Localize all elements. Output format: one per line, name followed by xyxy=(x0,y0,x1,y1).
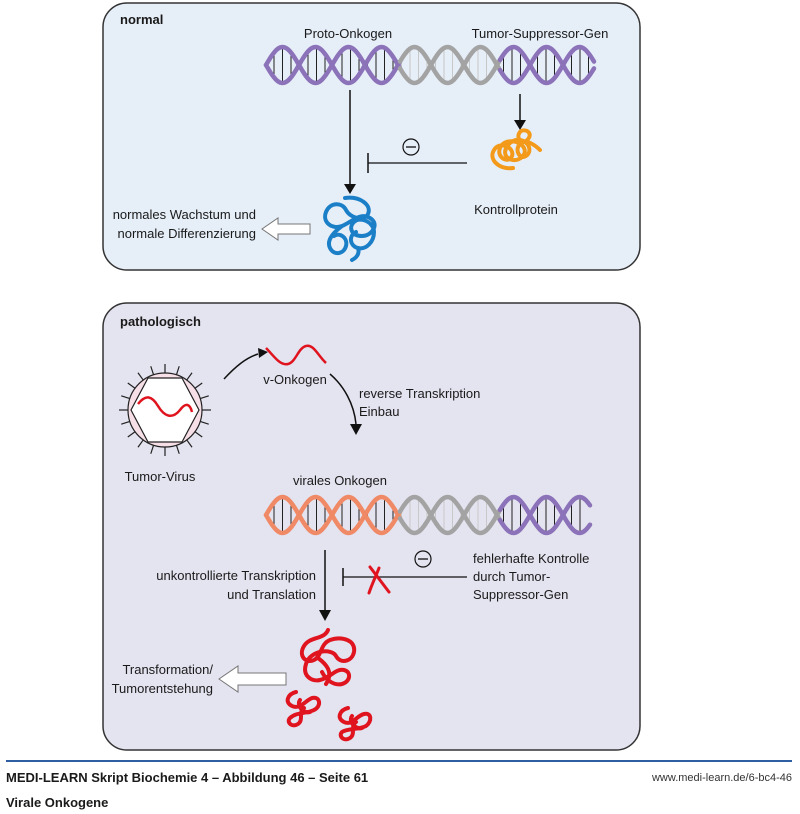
outcome-pathologic-line2: Tumorentstehung xyxy=(112,681,213,696)
oncoprotein-small-icon xyxy=(337,706,373,742)
arrowhead-icon xyxy=(319,610,331,621)
proto-oncogene-label: Proto-Onkogen xyxy=(304,26,392,41)
control-protein-label: Kontrollprotein xyxy=(474,202,558,217)
virus-spike xyxy=(121,420,130,425)
virus-spike xyxy=(127,431,136,438)
cross-mark-icon xyxy=(367,565,391,595)
outcome-pathologic-line1: Transformation/ xyxy=(122,662,213,677)
panel-normal-title: normal xyxy=(120,12,163,27)
faulty-control-line2: durch Tumor- xyxy=(473,569,550,584)
viral-oncogene-label: virales Onkogen xyxy=(293,473,387,488)
faulty-control-line1: fehlerhafte Kontrolle xyxy=(473,551,589,566)
v-oncogene-label: v-Onkogen xyxy=(263,372,327,387)
virus-spike xyxy=(186,439,193,448)
tumor-suppressor-gene-label: Tumor-Suppressor-Gen xyxy=(472,26,609,41)
dna-helix-pathologic xyxy=(263,494,593,536)
virus-spike xyxy=(121,395,130,400)
panel-pathologic: pathologisch Tumor-Virus v-Onkogen rever… xyxy=(102,302,641,751)
dna-strand-gray xyxy=(397,494,503,536)
dna-strand-gray xyxy=(397,494,503,536)
outcome-normal-line2: normale Differenzierung xyxy=(118,226,257,241)
dna-strand-gray xyxy=(397,44,503,86)
oncoprotein-small-icon xyxy=(285,690,321,728)
footer-url[interactable]: www.medi-learn.de/6-bc4-46 xyxy=(651,772,792,784)
arrowhead-icon xyxy=(344,184,356,194)
virus-spike xyxy=(150,366,155,375)
footer-subtitle: Virale Onkogene xyxy=(6,795,109,810)
dna-strand-purple xyxy=(497,494,593,536)
dna-strand-salmon xyxy=(263,494,403,536)
virus-spike xyxy=(200,395,209,400)
tumor-virus-label: Tumor-Virus xyxy=(125,469,196,484)
virus-spike xyxy=(137,439,144,448)
transcription-label-line1: unkontrollierte Transkription xyxy=(156,568,316,583)
panel-normal-frame xyxy=(102,2,641,271)
oncoprotein-large-icon xyxy=(299,628,357,687)
footer-title: MEDI-LEARN Skript Biochemie 4 – Abbildun… xyxy=(6,770,369,785)
arrowhead-icon xyxy=(350,424,362,435)
outcome-hollow-arrow xyxy=(218,665,287,693)
virus-spike xyxy=(175,366,180,375)
virus-spike xyxy=(194,382,203,389)
v-oncogene-icon xyxy=(265,344,327,366)
control-protein-icon xyxy=(490,128,542,171)
dna-strand-purple xyxy=(497,44,597,86)
process-label-line2: Einbau xyxy=(359,404,399,419)
transcription-label-line2: und Translation xyxy=(227,587,316,602)
faulty-control-line3: Suppressor-Gen xyxy=(473,587,568,602)
minus-circle-icon xyxy=(402,138,420,156)
panel-normal: normal Proto-Onkogen Tumor-Suppressor-Ge… xyxy=(102,2,641,271)
panel-pathologic-title: pathologisch xyxy=(120,314,201,329)
virus-spike xyxy=(137,372,144,381)
outcome-hollow-arrow xyxy=(261,217,311,241)
integration-arrow xyxy=(329,373,357,425)
virus-spike xyxy=(194,431,203,438)
virus-spike xyxy=(150,445,155,454)
arrowhead-icon xyxy=(514,120,526,130)
outcome-normal-line1: normales Wachstum und xyxy=(113,207,256,222)
footer-divider xyxy=(6,760,792,762)
virus-spike xyxy=(127,382,136,389)
tumor-virus-icon xyxy=(119,364,211,456)
arrowhead-icon xyxy=(258,348,268,358)
virus-spike xyxy=(186,372,193,381)
dna-strand-gray xyxy=(397,44,503,86)
minus-circle-icon xyxy=(414,550,432,568)
oncoprotein-normal-icon xyxy=(323,195,377,262)
virus-spike xyxy=(200,420,209,425)
virus-spike xyxy=(175,445,180,454)
dna-helix-normal xyxy=(263,44,597,86)
dna-strand-purple xyxy=(497,494,593,536)
process-label-line1: reverse Transkription xyxy=(359,386,480,401)
release-arrow xyxy=(223,353,259,380)
dna-strand-purple xyxy=(263,44,403,86)
dna-strand-purple xyxy=(497,44,597,86)
